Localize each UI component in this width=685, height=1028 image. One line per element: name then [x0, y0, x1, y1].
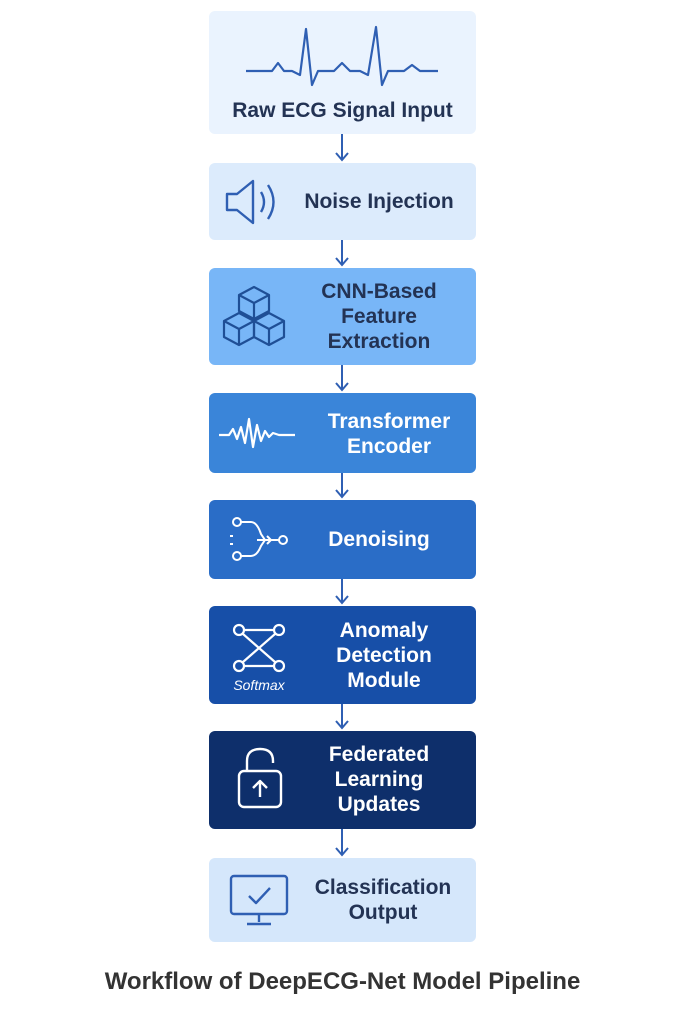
step-label: Noise Injection: [304, 190, 454, 213]
waveform-icon: [219, 417, 295, 449]
step-noise-injection: Noise Injection: [209, 163, 476, 240]
flow-arrow: [335, 473, 349, 499]
network-x-icon: [232, 623, 286, 673]
monitor-check-icon: [229, 874, 289, 926]
step-label: Raw ECG Signal Input: [232, 99, 453, 122]
branch-nodes-icon: [230, 517, 288, 561]
flow-arrow: [335, 704, 349, 730]
softmax-label: Softmax: [233, 677, 285, 693]
step-raw-ecg-input: Raw ECG Signal Input: [209, 11, 476, 134]
ecg-waveform-icon: [246, 25, 438, 87]
step-label: Denoising: [328, 528, 430, 551]
speaker-icon: [225, 179, 275, 225]
lock-upload-icon: [237, 747, 283, 809]
flow-arrow: [335, 240, 349, 267]
flow-arrow: [335, 579, 349, 605]
flow-arrow: [335, 365, 349, 392]
flow-arrow: [335, 829, 349, 857]
step-denoising: Denoising: [209, 500, 476, 579]
cubes-icon: [222, 285, 286, 347]
flow-arrow: [335, 134, 349, 162]
figure-caption: Workflow of DeepECG-Net Model Pipeline: [104, 968, 581, 995]
